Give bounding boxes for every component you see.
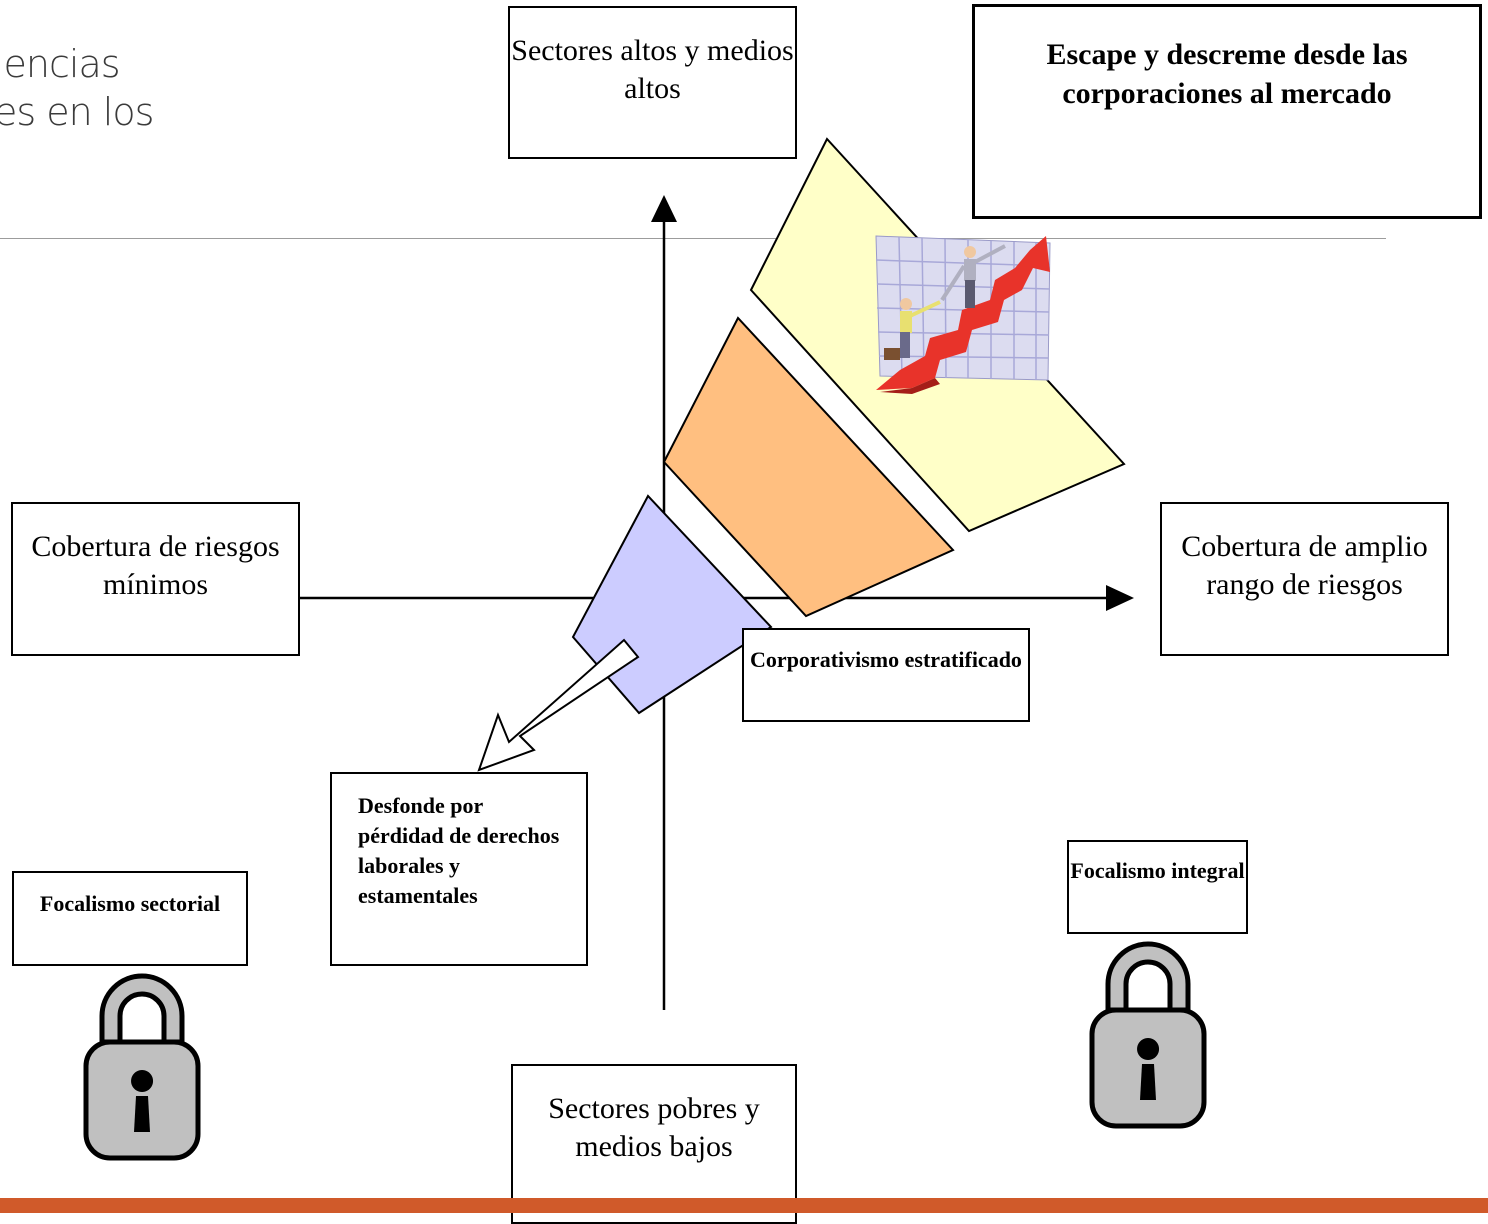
left-axis-label-text: Cobertura de riesgos mínimos [31,530,280,601]
slide-title: lencias es en los [0,42,154,134]
market-escape-label: Escape y descreme desde las corporacione… [972,4,1482,219]
corporativism-text: Corporativismo estratificado [750,647,1022,672]
bottom-axis-label: Sectores pobres y medios bajos [511,1064,797,1224]
left-axis-label: Cobertura de riesgos mínimos [11,502,300,656]
corporativism-label: Corporativismo estratificado [742,628,1030,722]
right-axis-label-text: Cobertura de amplio rango de riesgos [1181,530,1428,601]
focalismo-sectorial-label: Focalismo sectorial [12,871,248,966]
top-axis-label-text: Sectores altos y medios altos [511,34,794,105]
collapse-text: Desfonde por pérdidad de derechos labora… [358,793,560,908]
collapse-arrow [477,638,640,772]
title-divider [0,238,1386,239]
corporate-band [662,316,955,618]
vertical-axis-arrowhead [651,195,677,222]
padlock-icon [83,973,201,1161]
collapse-label: Desfonde por pérdidad de derechos labora… [330,772,588,966]
top-axis-label: Sectores altos y medios altos [508,6,797,159]
focalismo-sectorial-text: Focalismo sectorial [39,891,221,916]
bottom-axis-label-text: Sectores pobres y medios bajos [548,1092,760,1163]
horizontal-axis-arrowhead [1106,585,1134,611]
padlock-icon [1089,941,1207,1129]
business-growth-clipart [875,235,1051,394]
focalismo-integral-label: Focalismo integral [1067,840,1248,934]
right-axis-label: Cobertura de amplio rango de riesgos [1160,502,1449,656]
market-escape-text: Escape y descreme desde las corporacione… [1046,38,1408,110]
focalismo-integral-text: Focalismo integral [1070,858,1245,883]
accent-bar [0,1198,1488,1213]
